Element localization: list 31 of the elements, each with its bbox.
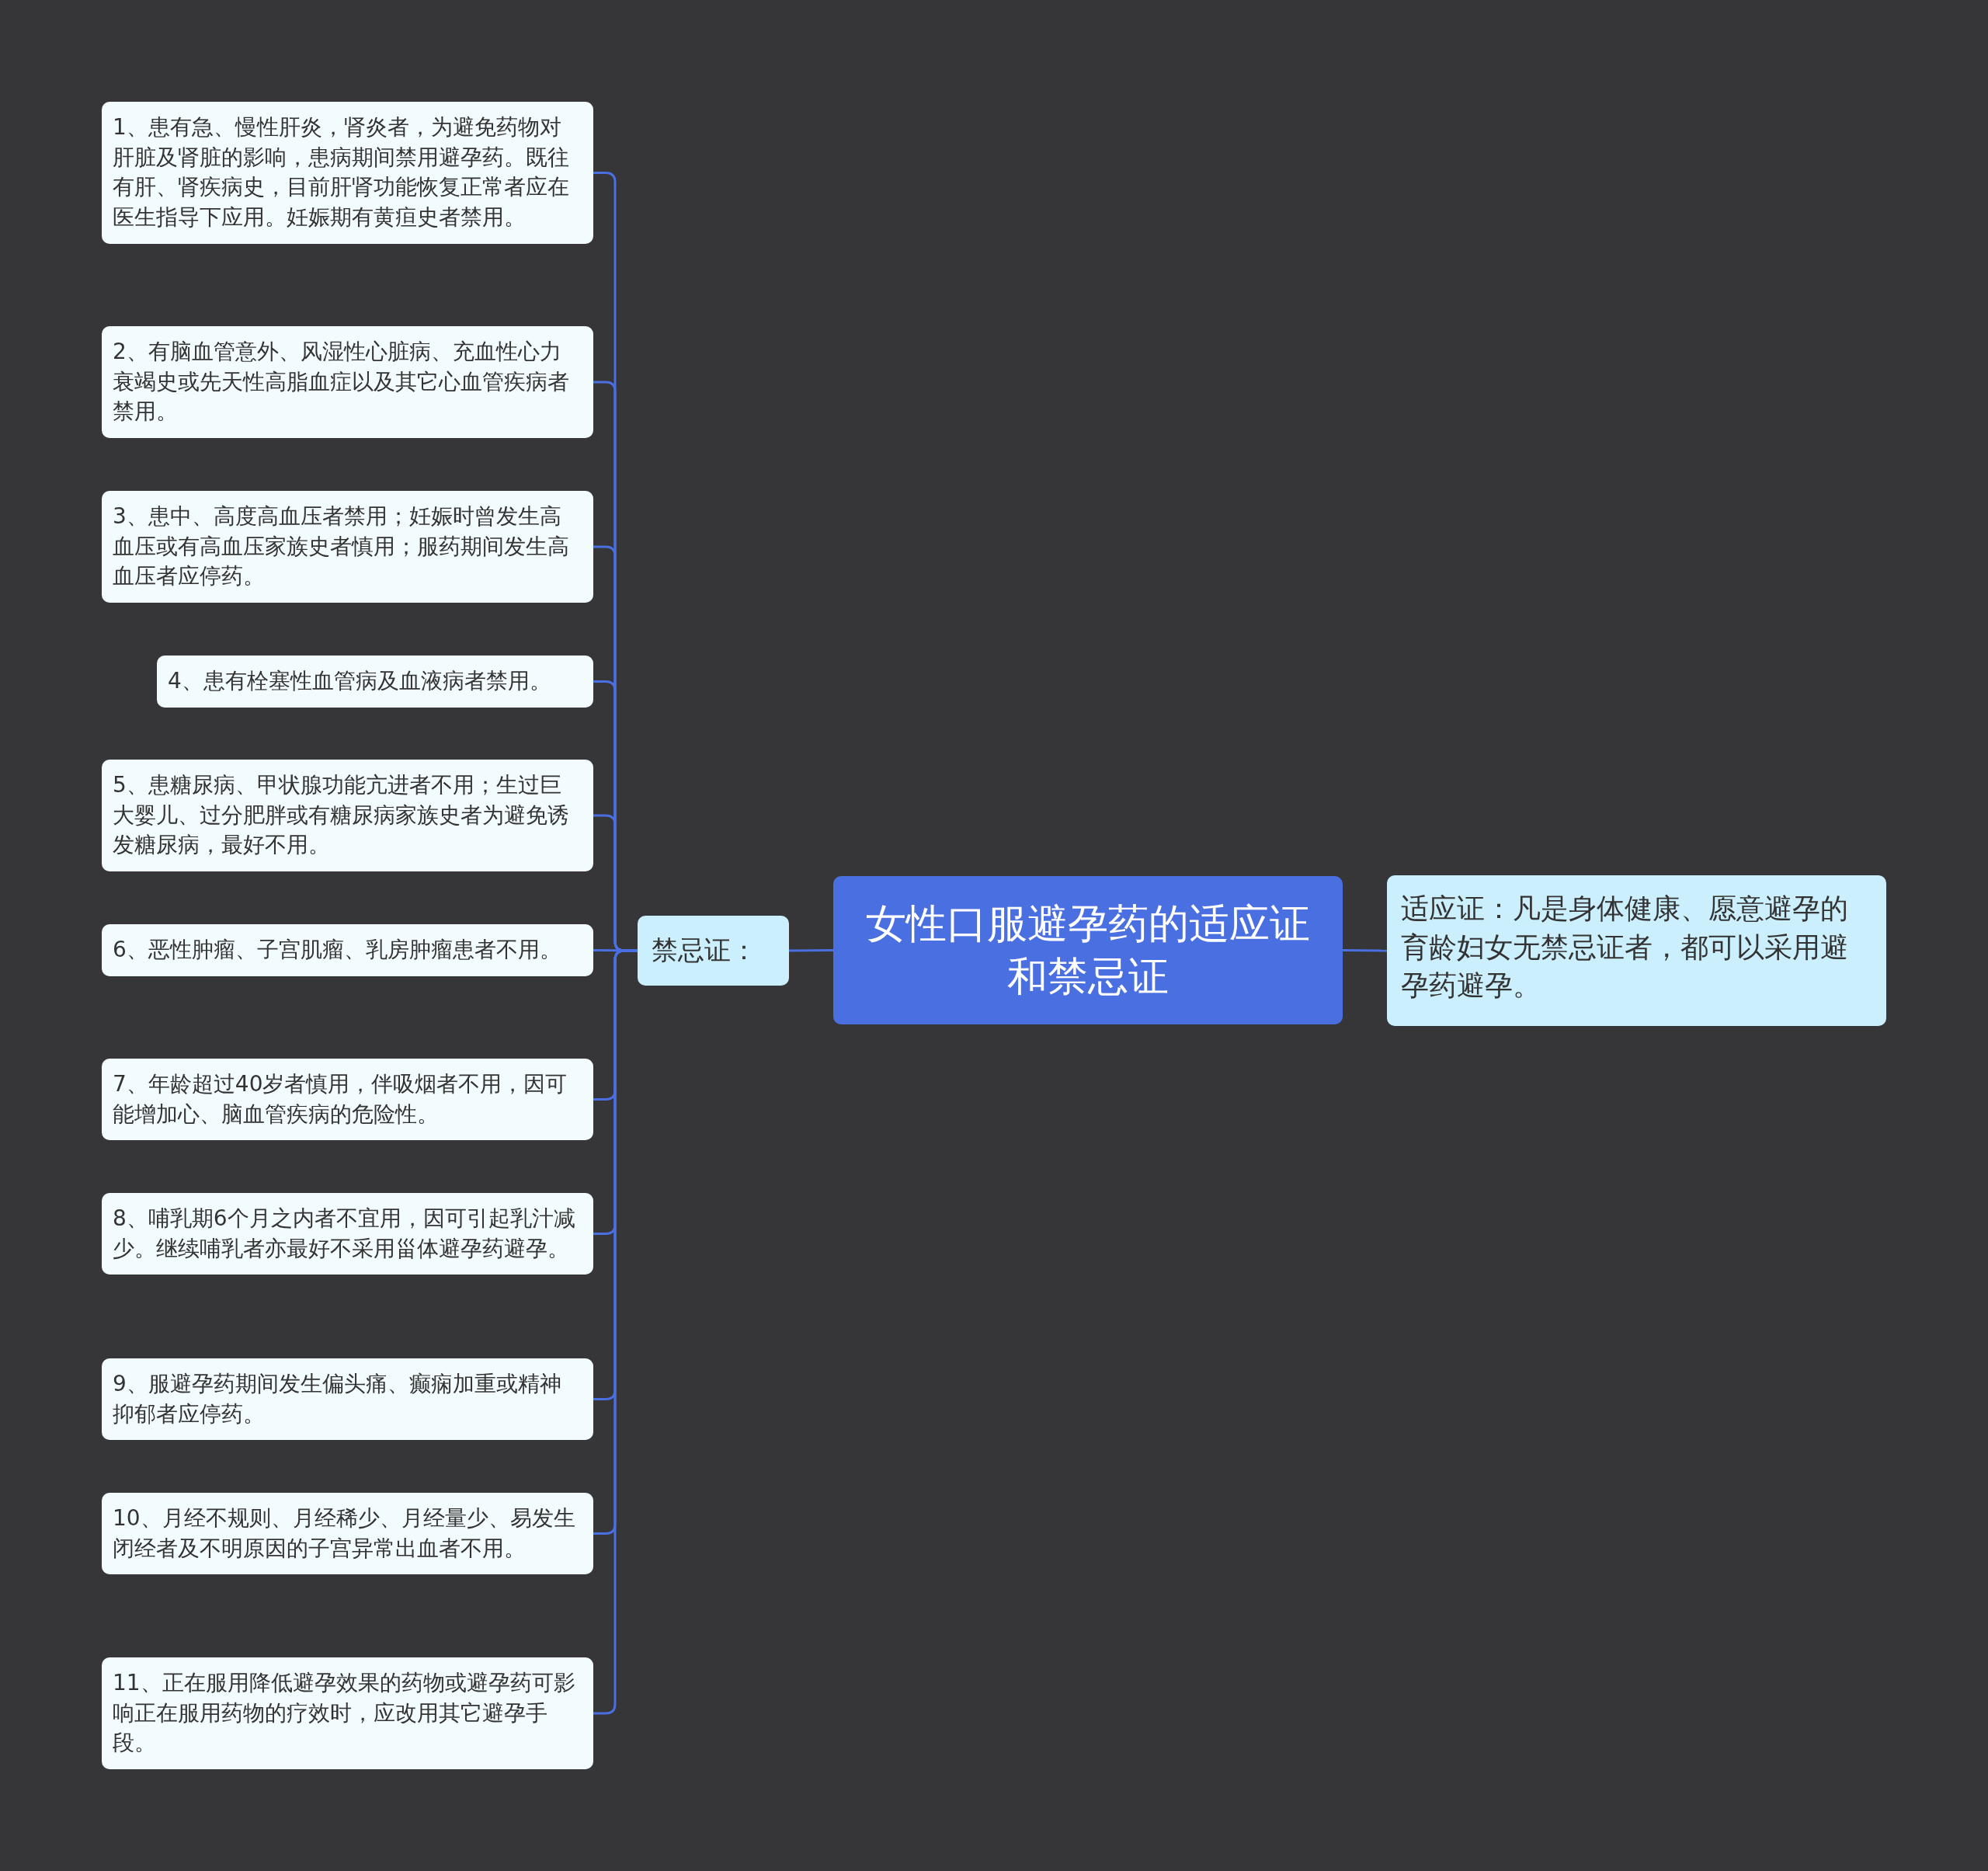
- central-topic: [833, 876, 1343, 1024]
- topic-text: 4、患有栓塞性血管病及血液病者禁用。: [168, 668, 551, 694]
- topic-box: [102, 1059, 593, 1141]
- topic-box: [102, 1493, 593, 1575]
- topic-box: [102, 924, 593, 976]
- topic-box: [102, 326, 593, 438]
- topic-text: 5、患糖尿病、甲状腺功能亢进者不用；生过巨大婴儿、过分肥胖或有糖尿病家族史者为避免诱发糖尿病，最好不用。: [113, 772, 569, 858]
- topic-text: 7、年龄超过40岁者慎用，伴吸烟者不用，因可能增加心、脑血管疾病的危险性。: [113, 1071, 568, 1127]
- topic-box: [102, 1193, 593, 1275]
- topic-box: [157, 656, 593, 708]
- connector-line: [593, 949, 638, 952]
- topic-text: 1、患有急、慢性肝炎，肾炎者，为避免药物对肝脏及肾脏的影响，患病期间禁用避孕药。既往有肝、肾疾病史，目前肝肾功能恢复正常者应在医生指导下应用。妊娠期有黄疸史者禁用。: [113, 114, 569, 230]
- topic-text: 10、月经不规则、月经稀少、月经量少、易发生闭经者及不明原因的子宫异常出血者不用。: [113, 1505, 575, 1561]
- topic-box: [102, 1358, 593, 1441]
- topic-text: 9、服避孕药期间发生偏头痛、癫痫加重或精神抑郁者应停药。: [113, 1371, 561, 1427]
- connector-line: [1343, 949, 1387, 952]
- topic-text: 禁忌证：: [652, 934, 757, 967]
- topic-text: 2、有脑血管意外、风湿性心脏病、充血性心力衰竭史或先天性高脂血症以及其它心血管疾病者禁用。: [113, 339, 569, 425]
- topic-text: 6、恶性肿瘤、子宫肌瘤、乳房肿瘤患者不用。: [113, 937, 561, 962]
- connector-line: [789, 949, 833, 952]
- topic-text: 适应证：凡是身体健康、愿意避孕的育龄妇女无禁忌证者，都可以采用避孕药避孕。: [1401, 892, 1848, 1002]
- topic-box: [102, 102, 593, 244]
- topic-box: [1387, 875, 1886, 1026]
- topic-box: [102, 1657, 593, 1769]
- topic-box: [102, 491, 593, 603]
- topic-text: 11、正在服用降低避孕效果的药物或避孕药可影响正在服用药物的疗效时，应改用其它避孕手段。: [113, 1670, 575, 1756]
- topic-text: 3、患中、高度高血压者禁用；妊娠时曾发生高血压或有高血压家族史者慎用；服药期间发生高血压者应停药。: [113, 503, 569, 589]
- topic-text: 女性口服避孕药的适应证和禁忌证: [865, 899, 1311, 1001]
- topic-box: [102, 760, 593, 871]
- topic-box: [638, 916, 789, 986]
- topic-text: 8、哺乳期6个月之内者不宜用，因可引起乳汁减少。继续哺乳者亦最好不采用甾体避孕药避孕。: [113, 1205, 575, 1261]
